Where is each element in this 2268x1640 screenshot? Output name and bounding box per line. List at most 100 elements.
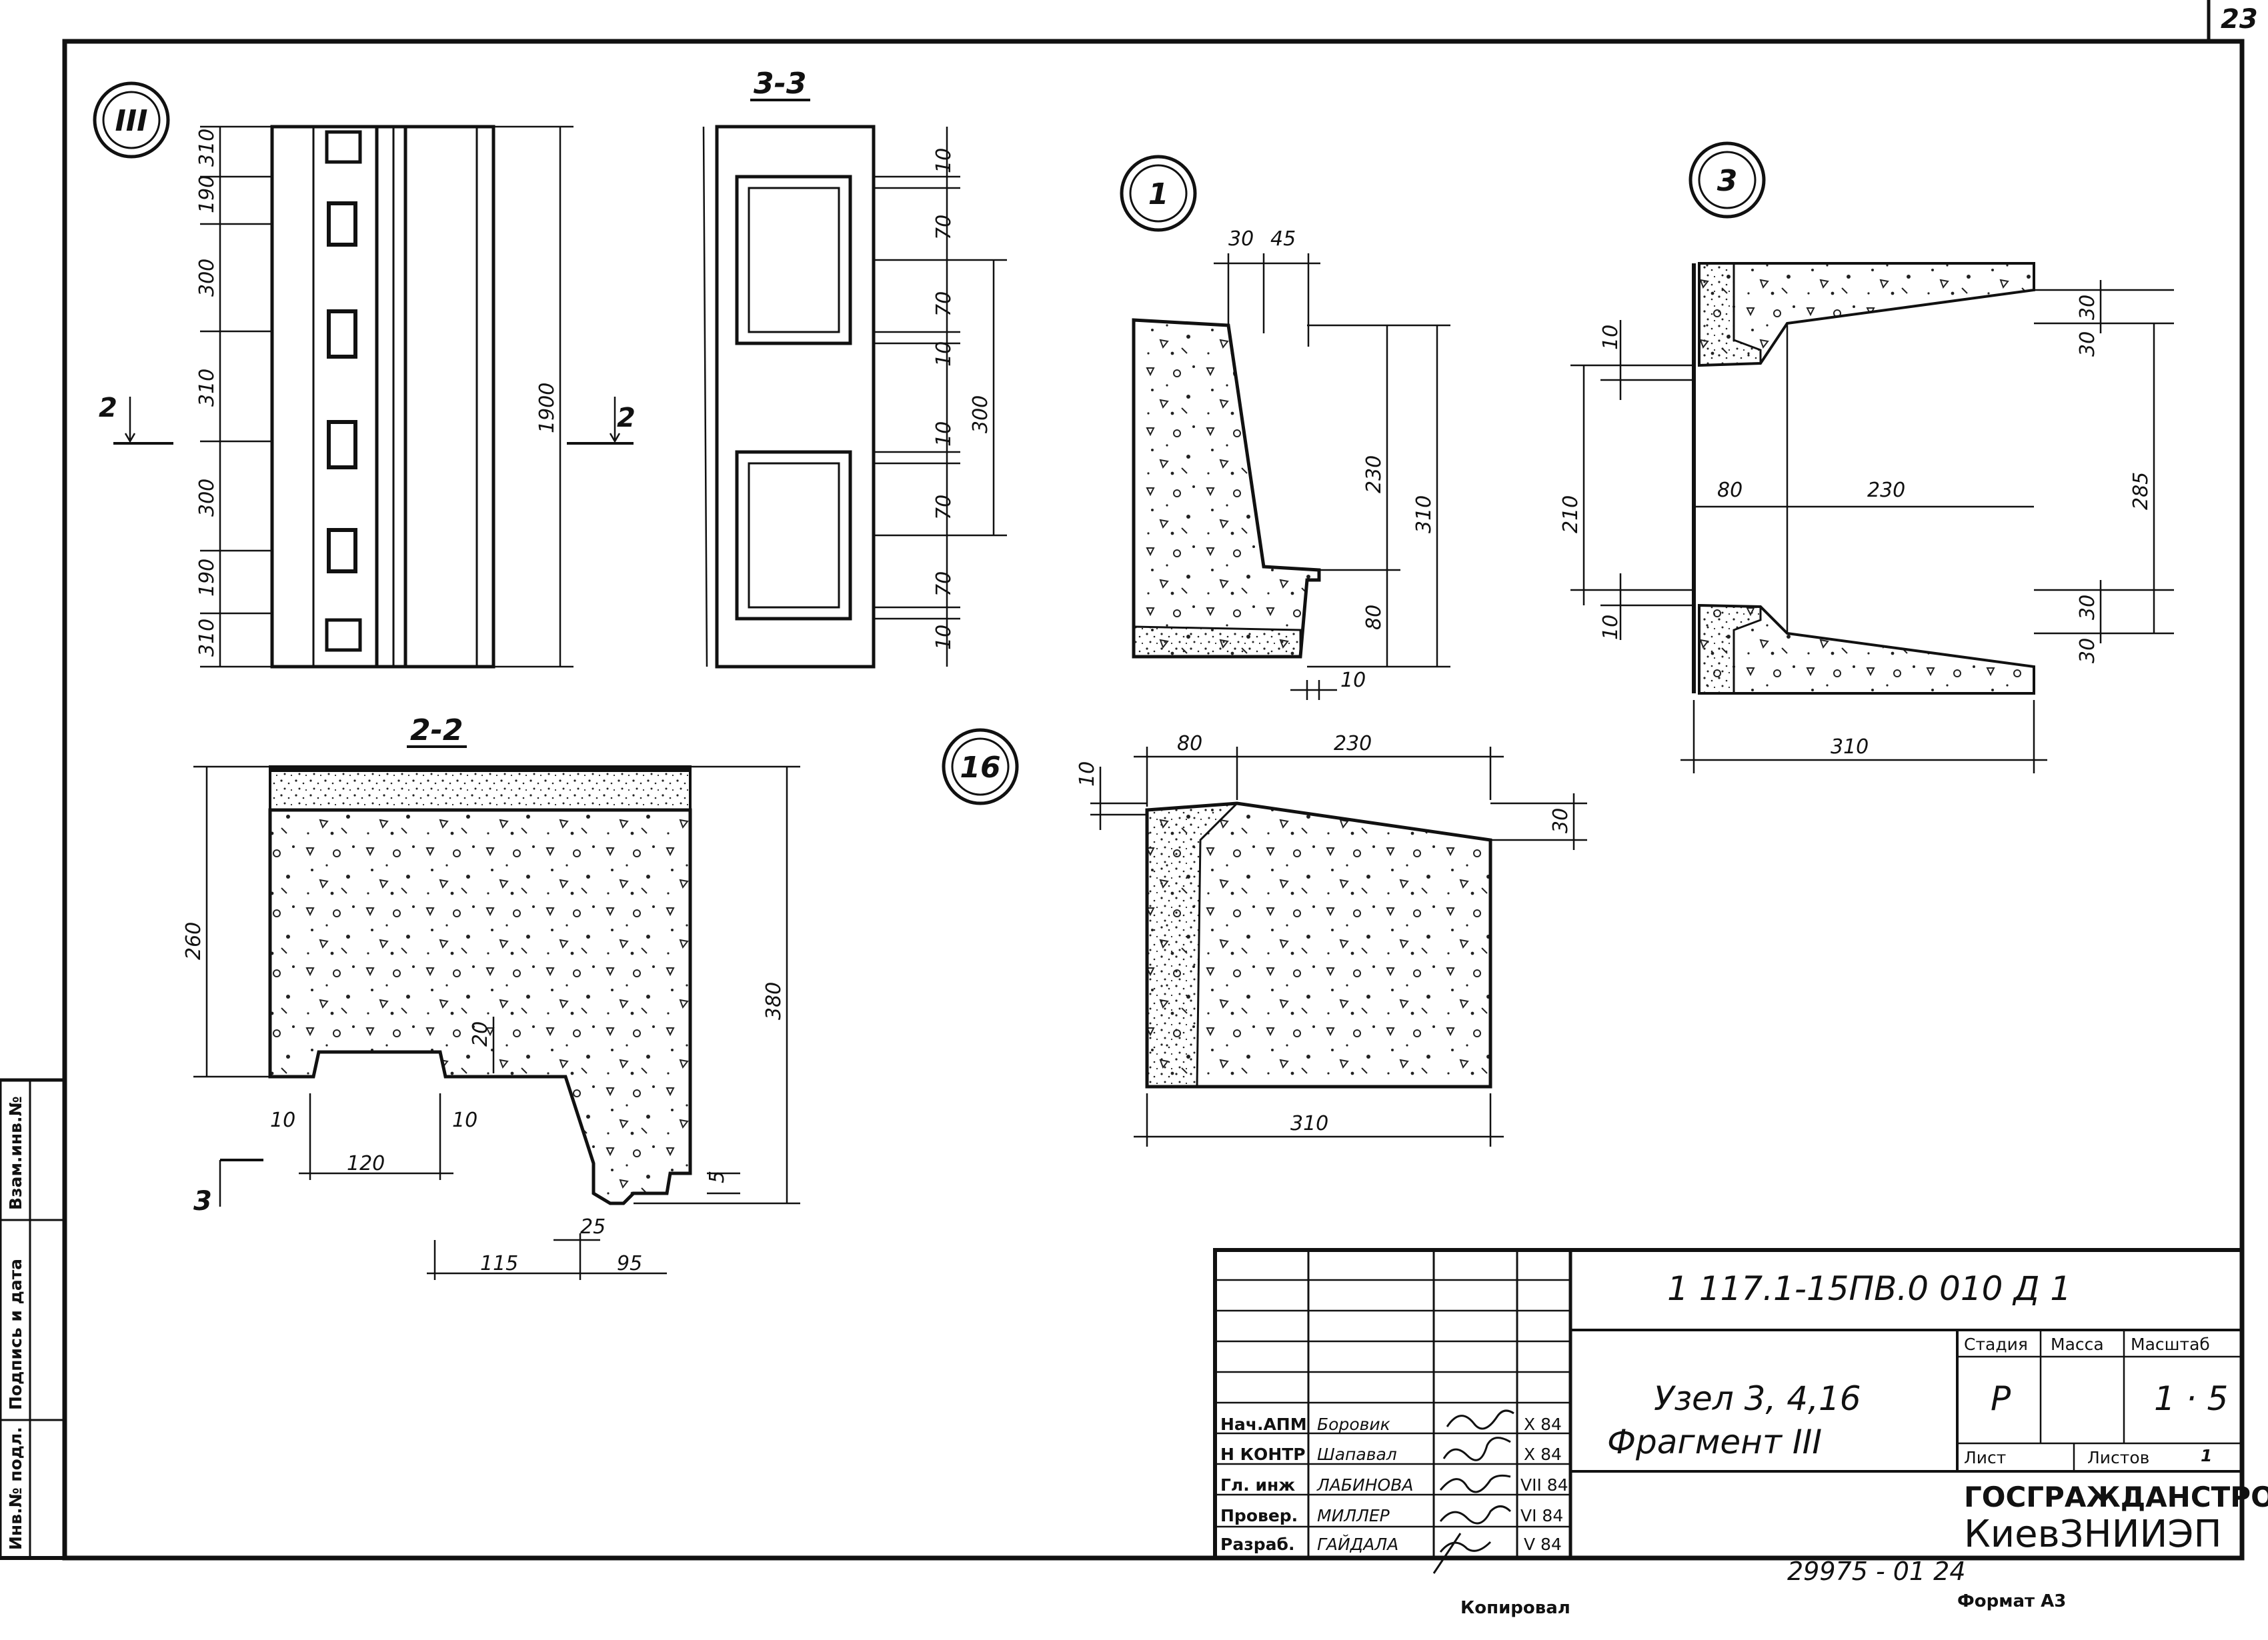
s22-dim-120: 120 [347,1152,385,1175]
s33-dim-10-3: 10 [932,421,956,447]
title-block [1213,1248,2244,1560]
s22-dim-260: 260 [182,922,205,960]
doc-code: 1 117.1-15ПВ.0 010 Д 1 [1667,1269,2071,1308]
replace-inv-label: Взам.инв.№ [6,1096,25,1210]
sheets-value: 1 [2201,1446,2212,1465]
sheets-label: Листов [2087,1448,2149,1467]
view-section-2-2: 2-2 260 380 20 10 10 120 115 25 95 [182,713,800,1280]
node-16-marker [942,728,1019,805]
s33-dim-10-2: 10 [932,341,956,367]
n3-dim-10-bottom: 10 [1599,615,1622,640]
title-name-line-1: Узел 3, 4,16 [1654,1379,1861,1418]
section-2-2-title: 2-2 [410,713,463,747]
node-1-marker [1120,155,1197,232]
s33-dim-70-2: 70 [932,291,956,317]
s22-cut-label: 3 [193,1186,212,1217]
view-iii-marker [93,81,170,159]
n3-dim-10-top: 10 [1599,325,1622,350]
s22-dim-115: 115 [480,1252,518,1275]
view-section-3-3: 3-3 10 70 70 10 10 70 70 10 300 [702,67,1007,669]
sign-date-label: Подпись и дата [6,1259,25,1410]
n3-dim-210: 210 [1559,495,1582,533]
scale-label: Масштаб [2131,1335,2210,1354]
org-line-2: КиевЗНИИЭП [1964,1513,2222,1556]
n1-dim-230: 230 [1362,455,1386,493]
n1-dim-80: 80 [1362,605,1386,630]
s22-dim-10-left: 10 [270,1109,295,1132]
s33-dim-70-4: 70 [932,571,956,597]
s22-dim-20: 20 [469,1021,492,1047]
view-fragment-iii: III 310 190 300 310 [93,81,636,669]
s22-dim-10-right: 10 [452,1109,477,1132]
s33-dim-70-3: 70 [932,495,956,520]
n3-dim-80: 80 [1717,479,1743,502]
role-name-4: ГАЙДАЛА [1317,1535,1398,1554]
title-block-text: 1 117.1-15ПВ.0 010 Д 1 Узел 3, 4,16 Фраг… [1220,1269,2268,1574]
s33-dim-70-1: 70 [932,215,956,240]
n16-dim-10: 10 [1076,761,1099,787]
copied-label: Копировал [1460,1598,1570,1618]
n3-dim-310: 310 [1831,735,1869,759]
iii-dim-300-top: 300 [195,259,219,297]
n16-dim-80: 80 [1177,732,1202,755]
view-node-3: 3 10 210 10 80 230 30 30 285 [1559,141,2174,773]
n3-dim-30-top-2: 30 [2076,331,2099,357]
n16-dim-30: 30 [1549,808,1572,833]
role-date-0: Х 84 [1524,1415,1562,1434]
role-4: Разраб. [1220,1535,1294,1554]
scale-value: 1 · 5 [2154,1379,2228,1418]
n1-dim-10: 10 [1340,669,1366,692]
role-name-2: ЛАБИНОВА [1316,1475,1413,1495]
n1-dim-310: 310 [1412,495,1436,533]
n3-dim-30-top-1: 30 [2076,295,2099,320]
s22-dim-95: 95 [617,1252,642,1275]
iii-dim-310-top: 310 [195,129,219,167]
iii-dim-1900: 1900 [535,383,559,433]
iii-cut-label-left: 2 [99,393,117,423]
inv-no-label: Инв.№ подл. [6,1427,25,1550]
s33-dim-10-4: 10 [932,625,956,650]
sheet-label: Лист [1964,1448,2006,1467]
n16-dim-310: 310 [1290,1112,1328,1135]
format-label: Формат А3 [1957,1591,2066,1611]
s22-dim-5: 5 [706,1171,729,1183]
iii-dim-310-mid: 310 [195,369,219,407]
role-1: Н КОНТР [1220,1445,1306,1464]
role-date-3: VI 84 [1520,1506,1563,1525]
n1-dim-30: 30 [1228,227,1254,251]
role-date-4: V 84 [1524,1535,1562,1554]
s22-dim-380: 380 [762,982,786,1020]
role-date-1: Х 84 [1524,1445,1562,1464]
signatures [1432,1409,1514,1574]
s33-dim-300: 300 [969,395,992,433]
stage-value: Р [1991,1379,2011,1418]
iii-dim-190-top: 190 [195,175,219,213]
iii-dim-300-bottom: 300 [195,479,219,517]
view-node-16: 16 10 80 230 30 310 [942,728,1587,1147]
role-name-1: Шапавал [1317,1445,1397,1464]
s22-dim-25: 25 [580,1215,606,1239]
section-3-3-title: 3-3 [754,67,807,101]
side-stamp: Взам.инв.№ Подпись и дата Инв.№ подл. [0,1078,67,1560]
role-name-3: МИЛЛЕР [1317,1506,1390,1525]
iii-dim-310-bottom: 310 [195,619,219,657]
iii-cut-label-right: 2 [617,403,636,433]
node-1-label: 1 [1148,177,1169,211]
n3-dim-230: 230 [1867,479,1905,502]
n3-dim-30-bottom-2: 30 [2076,638,2099,663]
node-3-label: 3 [1717,164,1738,198]
n3-dim-285: 285 [2129,472,2153,510]
node-16-label: 16 [960,751,1000,785]
role-2: Гл. инж [1220,1475,1295,1495]
view-iii-label: III [115,104,147,138]
n1-dim-45: 45 [1270,227,1296,251]
role-0: Нач.АПМ [1220,1415,1307,1434]
s33-dim-10-1: 10 [932,148,956,173]
archive-number: 29975 - 01 24 [1787,1557,1966,1586]
iii-dim-190-bottom: 190 [195,559,219,597]
role-date-2: VII 84 [1520,1475,1568,1495]
view-node-1: 1 30 45 230 310 80 10 [1120,155,1450,700]
role-name-0: Боровик [1317,1415,1390,1434]
mass-label: Масса [2051,1335,2104,1354]
